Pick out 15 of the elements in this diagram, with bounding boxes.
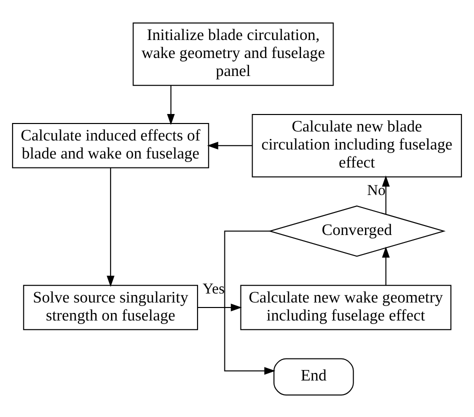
arrow — [106, 167, 114, 286]
arrow — [198, 303, 242, 311]
arrow — [382, 246, 390, 284]
arrow — [167, 84, 175, 125]
node-box: Calculate new blade circulation including fuselage effect — [252, 114, 462, 177]
arrow — [382, 175, 390, 214]
node-box: Initialize blade circulation, wake geometry and fuselage panel — [132, 22, 334, 86]
arrow — [224, 230, 276, 374]
node-box: Solve source singularity strength on fuselage — [23, 284, 198, 330]
edge-label: No — [367, 182, 386, 199]
node-box: Calculate new wake geometry including fuselage effect — [240, 284, 452, 330]
arrow — [207, 141, 252, 150]
node-box: Calculate induced effects of blade and wake on fuselage — [12, 122, 210, 168]
node-box: End — [273, 358, 354, 395]
edge-label: Yes — [202, 280, 225, 297]
